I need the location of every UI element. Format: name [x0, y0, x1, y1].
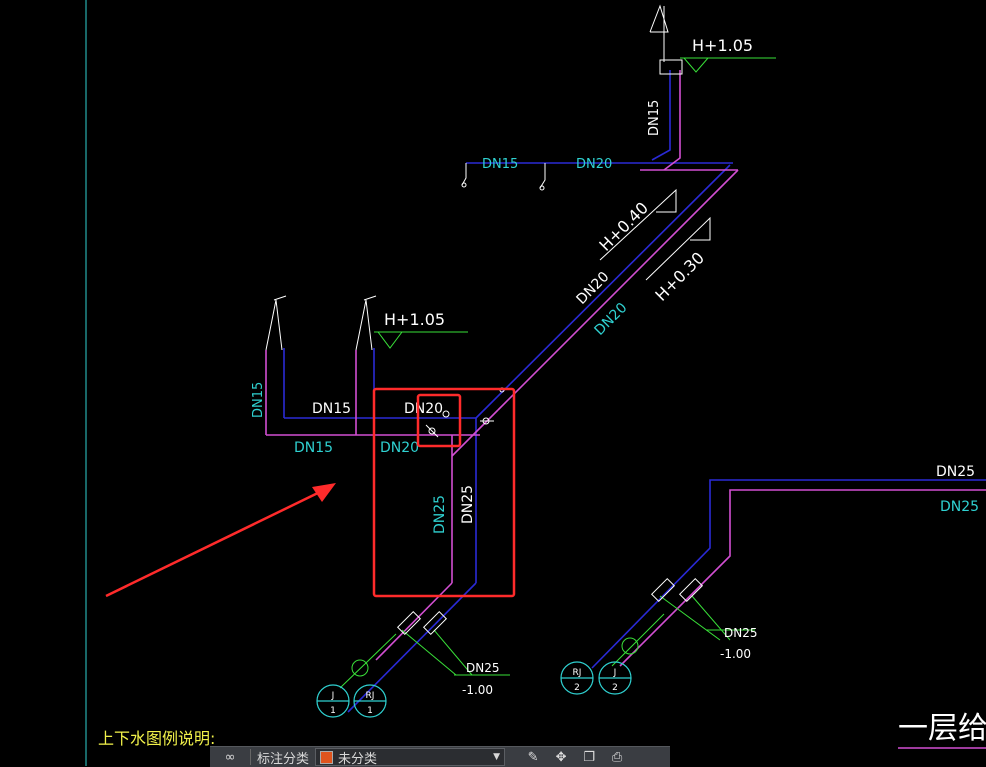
label-h-030: H+0.30	[651, 248, 708, 305]
sleeves	[396, 577, 704, 636]
meters	[339, 613, 665, 689]
faucet-left-2	[355, 295, 377, 351]
toolbar-actions: ✎ ✥ ❐ ⎙	[513, 747, 637, 767]
layer-color-swatch	[320, 750, 334, 764]
label-dn20-upper: DN20	[404, 401, 443, 417]
move-icon[interactable]: ✥	[555, 749, 567, 765]
main-diagonal	[475, 164, 731, 419]
svg-text:J: J	[331, 691, 335, 701]
labels: H+1.05 H+1.05 H+0.40 H+0.30 DN15 DN15 DN…	[98, 36, 986, 748]
label-dn20-lower: DN20	[380, 440, 419, 456]
label-dn25-callout-2: DN25	[724, 626, 758, 640]
chevron-down-icon: ▼	[493, 752, 501, 762]
hot-outlet	[375, 582, 453, 661]
faucet-top	[649, 4, 683, 75]
toolbar-label: 标注分类	[257, 751, 310, 767]
label-h-top: H+1.05	[692, 36, 753, 55]
label-dn15-lower: DN15	[294, 440, 333, 456]
layer-selected-value: 未分类	[338, 751, 378, 767]
label-depth-2: -1.00	[720, 647, 751, 661]
svg-text:1: 1	[330, 706, 336, 716]
arrow-head	[312, 483, 336, 502]
print-icon[interactable]: ⎙	[611, 749, 623, 765]
label-dn15-upper: DN15	[312, 401, 351, 417]
legend-note: 上下水图例说明:	[98, 729, 215, 748]
label-dn15-left: DN15	[251, 382, 266, 418]
svg-text:RJ: RJ	[573, 668, 582, 678]
label-dn20-branch: DN20	[576, 157, 612, 172]
label-dn25-callout-1: DN25	[466, 661, 500, 675]
label-h-mid: H+1.05	[384, 310, 445, 329]
hot-riser-top	[663, 70, 681, 171]
toolbar-separator	[250, 749, 251, 765]
link-icon-wrap[interactable]: ∞	[210, 747, 250, 767]
elevation-leaders	[374, 57, 776, 676]
label-dn15-branch: DN15	[482, 157, 518, 172]
label-dn25-vert-cyan: DN25	[432, 495, 448, 534]
right-branch	[591, 479, 986, 669]
svg-text:J: J	[613, 668, 617, 678]
cold-pipe-group	[283, 70, 986, 713]
hot-right-branch	[619, 489, 986, 667]
faucet-left-1	[265, 295, 287, 351]
hot-pipe-group	[265, 70, 986, 749]
link-icon[interactable]: ∞	[224, 749, 236, 765]
svg-text:2: 2	[612, 683, 618, 693]
layer-dropdown[interactable]: 未分类 ▼	[315, 748, 506, 767]
svg-text:2: 2	[574, 683, 580, 693]
arrow-shaft	[105, 488, 325, 598]
hot-connector	[451, 409, 499, 457]
copy-icon[interactable]: ❐	[583, 749, 595, 765]
svg-text:RJ: RJ	[366, 691, 375, 701]
label-dn25-right-cyan: DN25	[940, 499, 979, 515]
label-h-040: H+0.40	[595, 198, 652, 255]
highlight-box-small	[416, 393, 462, 448]
diagonal-elevation-marks	[599, 188, 711, 281]
highlight-group	[105, 387, 516, 598]
markers-group	[316, 661, 632, 718]
label-dn25-vert-white: DN25	[460, 485, 476, 524]
outlet-diagonal	[347, 582, 477, 713]
drawing-title: 一层给	[898, 711, 986, 746]
marker-text: J 1 RJ 1 RJ 2 J 2	[330, 668, 618, 716]
svg-text:1: 1	[367, 706, 373, 716]
layer-toolbar: ∞ 标注分类 未分类 ▼ ✎ ✥ ❐ ⎙	[210, 746, 670, 767]
hot-main-diagonal	[497, 169, 739, 411]
highlight-box-large	[372, 387, 516, 598]
label-dn15-top: DN15	[647, 100, 662, 136]
riser-top	[651, 70, 671, 161]
label-depth-1: -1.00	[462, 683, 493, 697]
valve-stubs	[461, 163, 546, 191]
label-dn20-diag-cyan: DN20	[592, 300, 631, 339]
edit-icon[interactable]: ✎	[527, 749, 539, 765]
label-dn25-right-white: DN25	[936, 464, 975, 480]
